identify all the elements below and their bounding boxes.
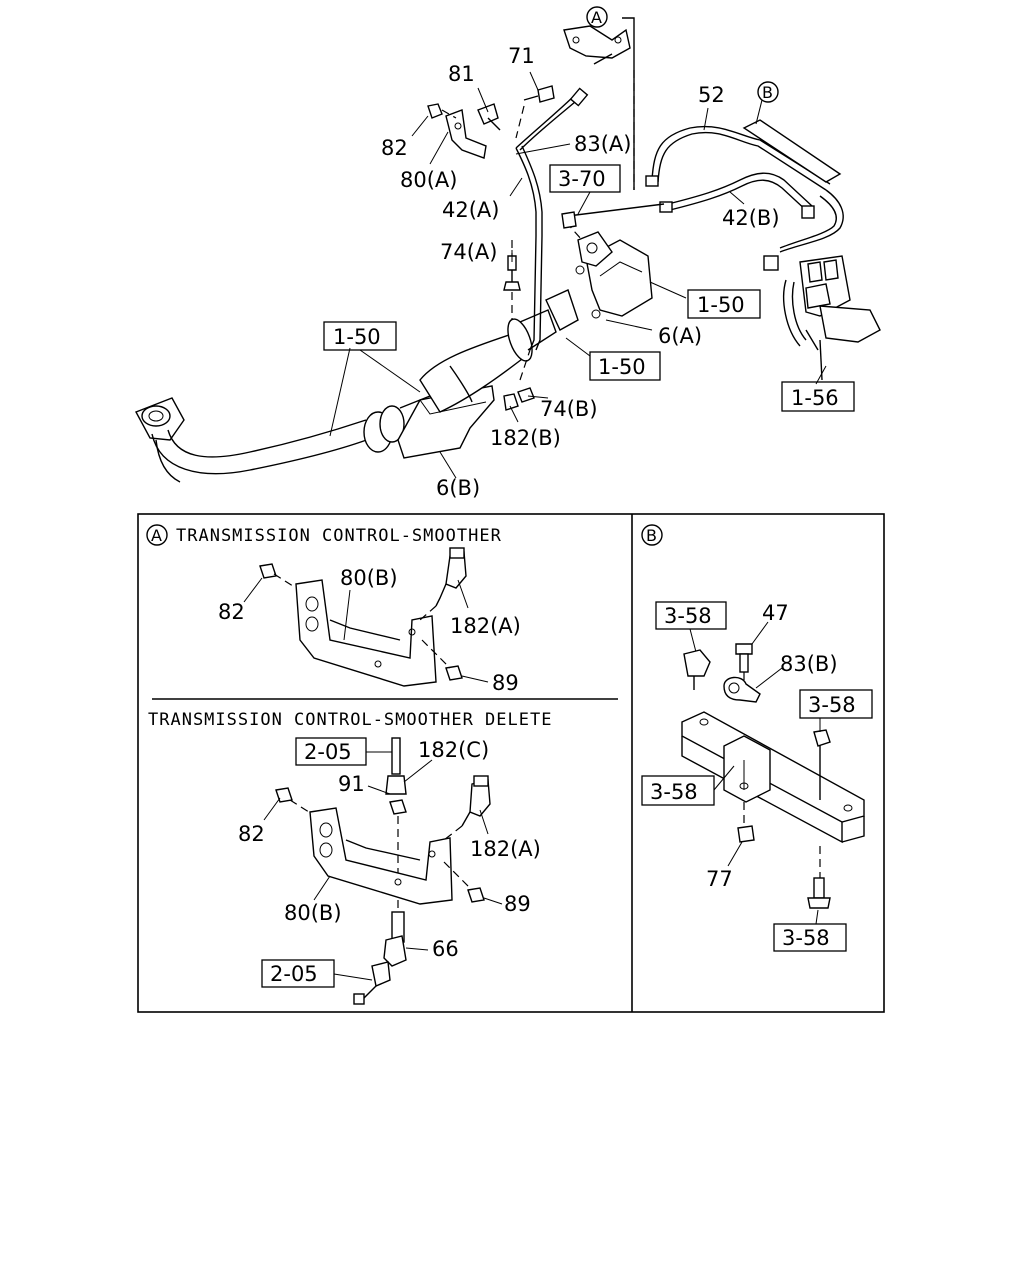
label-89-d: 89 (504, 892, 531, 916)
label-77: 77 (706, 867, 733, 891)
catalytic-converter (419, 289, 579, 413)
label-6b: 6(B) (436, 476, 480, 500)
label-83b: 83(B) (780, 652, 838, 676)
ref-3-58-b: 3-58 (808, 693, 856, 717)
nut-3-58 (813, 729, 831, 747)
label-91: 91 (338, 772, 365, 796)
bracket-80a (427, 103, 501, 159)
label-89-a: 89 (492, 671, 519, 695)
label-82-d: 82 (238, 822, 265, 846)
washer-77 (737, 802, 755, 843)
label-52: 52 (698, 83, 725, 107)
label-74a: 74(A) (440, 240, 497, 264)
labels-top: 71 81 82 80(A) 83(A) 42(A) 52 42(B) 74(A… (381, 44, 780, 500)
ref-3-58-d: 3-58 (782, 926, 830, 950)
ref-1-50-mid: 1-50 (598, 355, 646, 379)
label-42a: 42(A) (442, 198, 499, 222)
label-182c: 182(C) (418, 738, 489, 762)
label-6a: 6(A) (658, 324, 702, 348)
label-82-a: 82 (218, 600, 245, 624)
label-182a-a: 182(A) (450, 614, 521, 638)
ref-1-50-right: 1-50 (697, 293, 745, 317)
detail-panels (137, 513, 885, 1013)
ref-3-58-c: 3-58 (650, 780, 698, 804)
sensor-wire-42b (659, 172, 815, 219)
label-66: 66 (432, 937, 459, 961)
marker-b-panel: B (646, 526, 657, 545)
label-182a-d: 182(A) (470, 837, 541, 861)
adapter-66 (353, 900, 407, 1005)
panel-b: B 3-58 (641, 524, 873, 952)
bracket-80b-a (259, 563, 463, 687)
sensor-182a-a (419, 547, 467, 621)
main-assembly (135, 17, 881, 483)
leader-lines-top (329, 71, 827, 479)
label-82-top: 82 (381, 136, 408, 160)
sensor-wire-52 (645, 119, 844, 253)
ref-2-05-a: 2-05 (304, 740, 352, 764)
label-80a: 80(A) (400, 168, 457, 192)
label-74b: 74(B) (540, 397, 598, 421)
front-exhaust-pipe (135, 391, 451, 483)
stud-182c (385, 737, 407, 880)
label-80b-a: 80(B) (340, 566, 398, 590)
panel-a-smoother: A TRANSMISSION CONTROL-SMOOTHER 82 80(B)… (146, 524, 521, 695)
sensor-182a-d (443, 775, 491, 841)
relay-module (783, 255, 881, 381)
label-71: 71 (508, 44, 535, 68)
bolt-74a (503, 240, 521, 320)
label-80b-d: 80(B) (284, 901, 342, 925)
sensor-connector-3-70 (561, 203, 779, 271)
bolt-71 (515, 85, 555, 139)
markers-top: A B (586, 6, 779, 103)
ref-3-58-a: 3-58 (664, 604, 712, 628)
callouts-top: 3-70 1-50 1-50 1-50 1-56 (323, 164, 855, 412)
bracket-80b-d (275, 787, 485, 905)
marker-b-top: B (762, 83, 773, 102)
bolt-47 (735, 643, 753, 700)
marker-a-top: A (591, 8, 602, 27)
ref-2-05-b: 2-05 (270, 962, 318, 986)
label-42b: 42(B) (722, 206, 780, 230)
bolt-3-58 (807, 846, 831, 909)
bracket-a-top (563, 17, 635, 190)
panel-a-title: TRANSMISSION CONTROL-SMOOTHER (176, 526, 502, 546)
panel-a-smoother-delete: TRANSMISSION CONTROL-SMOOTHER DELETE 2-0… (148, 710, 552, 1005)
label-47: 47 (762, 601, 789, 625)
label-83a: 83(A) (574, 132, 631, 156)
ref-1-50-left: 1-50 (333, 325, 381, 349)
frame-rail (681, 711, 865, 844)
label-182b: 182(B) (490, 426, 561, 450)
ref-3-70: 3-70 (558, 167, 606, 191)
bolt-74b (503, 349, 535, 411)
marker-a-panel: A (151, 526, 162, 545)
clip-3-58 (683, 649, 711, 690)
heat-shield-6a (575, 231, 653, 319)
ref-1-56: 1-56 (791, 386, 839, 410)
label-81: 81 (448, 62, 475, 86)
panel-delete-title: TRANSMISSION CONTROL-SMOOTHER DELETE (148, 710, 552, 730)
clamp-83b (723, 676, 761, 703)
